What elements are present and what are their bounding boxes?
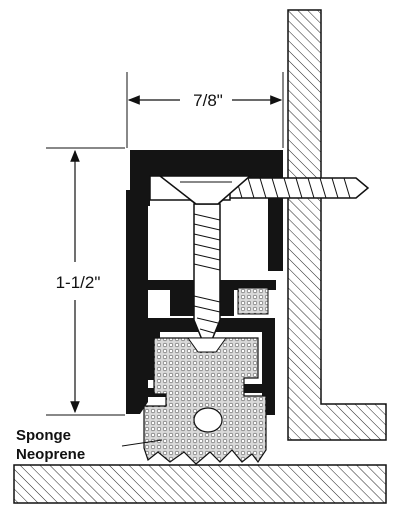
callout-leader — [121, 439, 163, 447]
seal-hollow — [193, 407, 223, 433]
jamb-screw-threads — [235, 177, 351, 199]
sponge-neoprene-seal — [143, 337, 267, 465]
material-label-line2: Neoprene — [16, 446, 85, 463]
width-dimension-label: 7/8" — [193, 91, 223, 110]
wall-hatch — [287, 9, 387, 441]
height-dimension-label: 1-1/2" — [56, 273, 101, 292]
screw-shank — [193, 203, 221, 354]
material-label-line1: Sponge — [16, 427, 71, 444]
housing-left-leg — [126, 190, 148, 414]
floor-hatch — [13, 464, 387, 504]
upper-sponge-pad — [237, 287, 269, 315]
housing-right-leg — [268, 196, 283, 271]
screw-threads — [193, 213, 221, 334]
